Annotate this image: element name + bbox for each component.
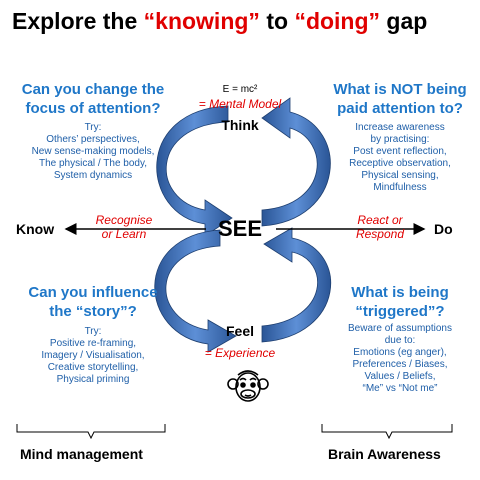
top-left-list: Try:Others’ perspectives,New sense-makin… bbox=[31, 122, 155, 181]
formula-label: E = mc² bbox=[222, 84, 258, 95]
arrow-see-to-think-right bbox=[261, 97, 331, 227]
brain-awareness-label: Brain Awareness bbox=[328, 446, 441, 462]
bottom-left-list: Try:Positive re-framing,Imagery / Visual… bbox=[41, 326, 145, 385]
feel-label: Feel bbox=[225, 323, 254, 339]
bracket-right bbox=[321, 424, 453, 440]
experience-label: = Experience bbox=[204, 346, 276, 360]
bottom-right-heading: What is being“triggered”? bbox=[351, 284, 449, 320]
mind-management-label: Mind management bbox=[20, 446, 143, 462]
think-label: Think bbox=[221, 117, 259, 133]
title-doing: “doing” bbox=[294, 8, 381, 34]
mental-model-label: = Mental Model bbox=[198, 97, 282, 111]
arrow-feel-to-see-right bbox=[261, 227, 332, 343]
title-knowing: “knowing” bbox=[143, 8, 260, 34]
arrow-think-to-see-left bbox=[156, 105, 233, 237]
do-label: Do bbox=[434, 221, 453, 237]
know-label: Know bbox=[16, 221, 55, 237]
monkey-icon bbox=[227, 370, 269, 402]
bracket-left bbox=[16, 424, 166, 440]
arrow-see-to-feel-left bbox=[154, 229, 237, 353]
see-label: SEE bbox=[217, 216, 263, 241]
page-title: Explore the “knowing” to “doing” gap bbox=[12, 8, 428, 34]
